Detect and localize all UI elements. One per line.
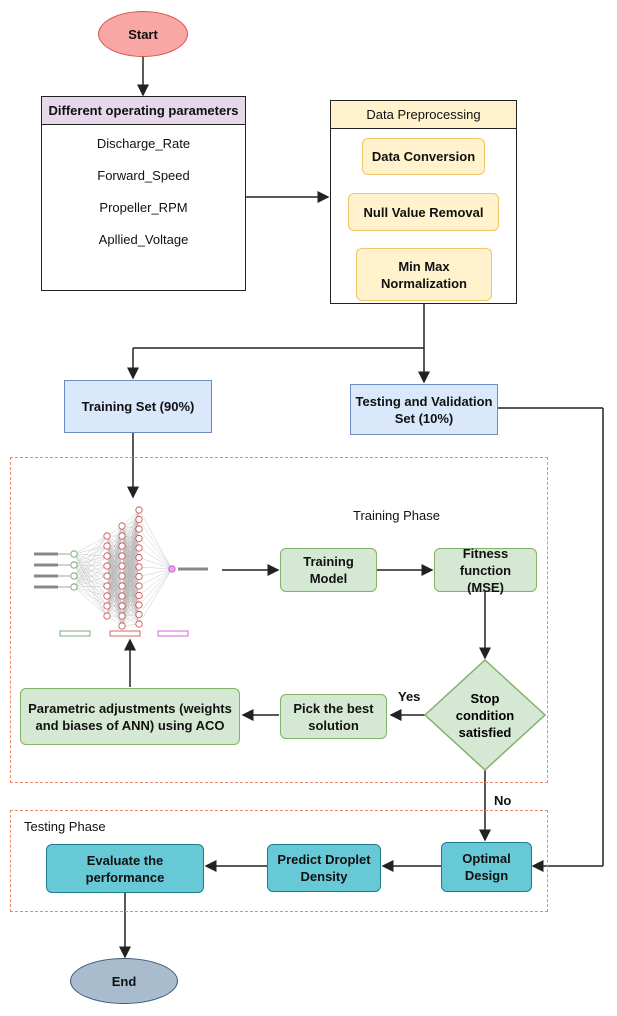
yes-label: Yes [398,689,421,704]
training-phase-container [10,457,548,783]
start-node: Start [98,11,188,57]
parameter-forward-speed: Forward_Speed [97,168,190,183]
parameter-propeller-rpm: Propeller_RPM [99,200,188,215]
training-model-box: Training Model [280,548,377,592]
testing-phase-label: Testing Phase [24,819,106,834]
predict-droplet-density-box: Predict Droplet Density [267,844,381,892]
operating-parameters-title: Different operating parameters [42,97,245,125]
no-label: No [494,793,512,808]
stop-condition-diamond [424,659,546,771]
training-phase-label: Training Phase [353,508,440,523]
min-max-normalization-step: Min Max Normalization [356,248,492,301]
null-value-removal-step: Null Value Removal [348,193,499,231]
pick-best-solution-box: Pick the best solution [280,694,387,739]
parametric-adjustments-box: Parametric adjustments (weights and bias… [20,688,240,745]
parameter-discharge-rate: Discharge_Rate [96,136,191,151]
fitness-function-box: Fitness function (MSE) [434,546,537,595]
data-conversion-step: Data Conversion [362,138,485,175]
stop-condition-label: Stop condition satisfied [455,690,515,740]
training-set-box: Training Set (90%) [64,380,212,433]
optimal-design-box: Optimal Design [441,842,532,892]
evaluate-performance-box: Evaluate the performance [46,844,204,893]
parameter-applied-voltage: Apllied_Voltage [98,232,189,247]
operating-parameters-box: Different operating parameters Discharge… [41,96,246,291]
neural-network-diagram [34,506,208,637]
end-node: End [70,958,178,1004]
testing-validation-set-box: Testing and Validation Set (10%) [350,384,498,435]
data-preprocessing-title: Data Preprocessing [331,101,516,129]
testing-phase-container [10,810,548,912]
